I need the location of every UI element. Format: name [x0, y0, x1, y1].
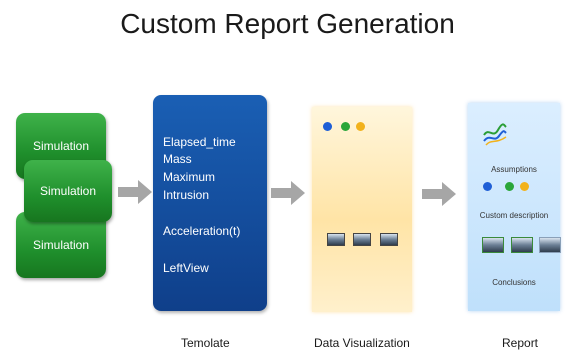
report-conclusions: Conclusions — [492, 278, 536, 287]
flow-arrow-icon — [422, 182, 456, 206]
blue-dot-icon — [323, 122, 332, 131]
template-field: Maximum — [163, 170, 216, 184]
image-thumbnail-icon — [380, 233, 398, 246]
blue-dot-icon — [483, 182, 492, 191]
image-thumbnail-icon — [511, 237, 533, 253]
simulation-label: Simulation — [32, 139, 90, 153]
green-dot-icon — [341, 122, 350, 131]
yellow-dot-icon — [520, 182, 529, 191]
simulation-box-3: Simulation — [16, 212, 106, 278]
report-assumptions: Assumptions — [491, 165, 537, 174]
simulation-label: Simulation — [32, 238, 90, 252]
image-thumbnail-icon — [327, 233, 345, 246]
template-field: Intrusion — [163, 188, 210, 202]
template-caption: Temolate — [181, 336, 230, 350]
template-box: Elapsed_time Mass Maximum Intrusion Acce… — [153, 95, 267, 311]
image-thumbnail-icon — [482, 237, 504, 253]
report-caption: Report — [502, 336, 539, 350]
yellow-dot-icon — [356, 122, 365, 131]
flow-arrow-icon — [271, 181, 305, 205]
report-description: Custom description — [479, 211, 549, 220]
template-field: LeftView — [163, 261, 209, 275]
template-field: Acceleration(t) — [163, 224, 241, 238]
template-field: Mass — [163, 152, 192, 166]
template-field: Elapsed_time — [163, 135, 236, 149]
data-visualization-caption: Data Visualization — [314, 336, 410, 350]
report-box: Assumptions Custom description Conclusio… — [468, 103, 561, 311]
image-thumbnail-icon — [353, 233, 371, 246]
simulation-label: Simulation — [39, 184, 97, 198]
simulation-box-2: Simulation — [24, 160, 112, 222]
green-dot-icon — [505, 182, 514, 191]
diagram-title: Custom Report Generation — [120, 8, 455, 39]
image-thumbnail-icon — [539, 237, 561, 253]
flow-arrow-icon — [118, 180, 152, 204]
line-chart-icon — [483, 123, 507, 146]
data-visualization-box — [312, 107, 412, 312]
